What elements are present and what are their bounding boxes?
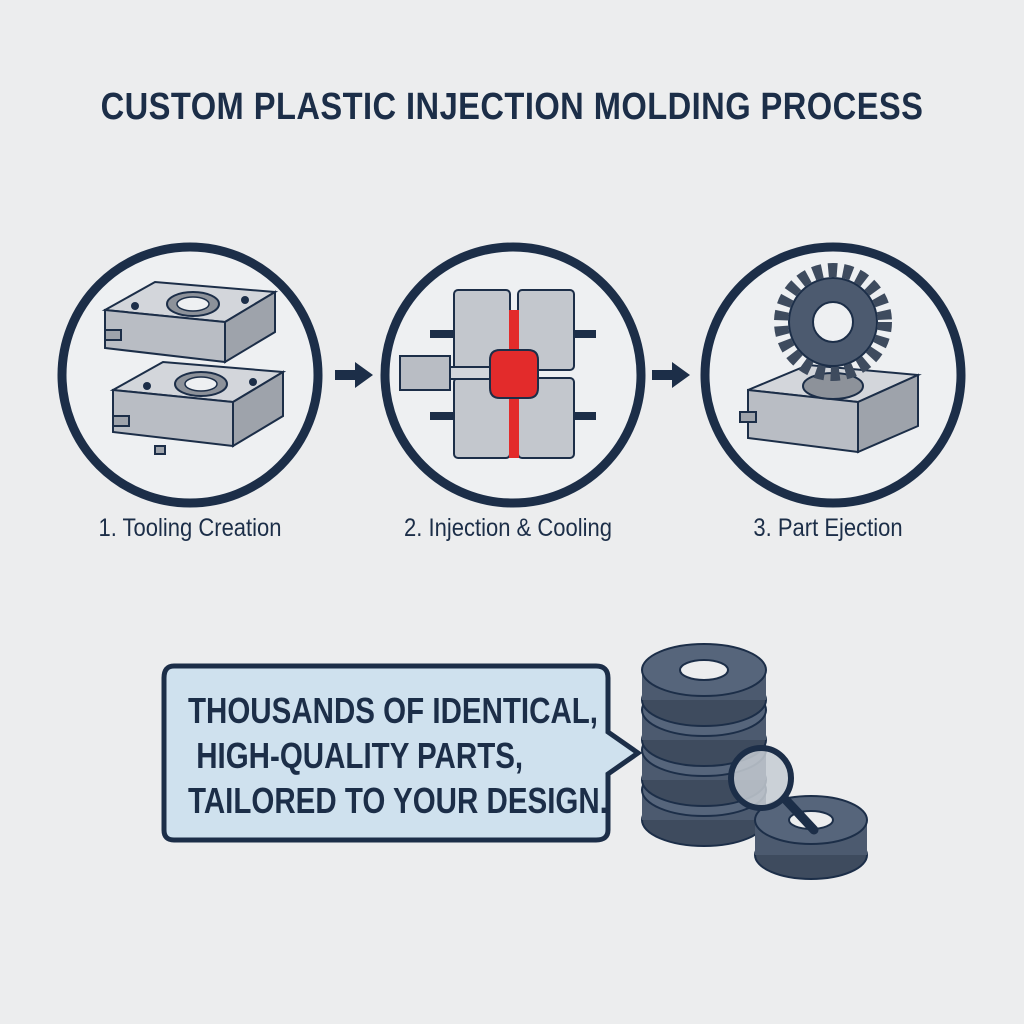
step-label-ejection: 3. Part Ejection <box>753 514 903 542</box>
injection-icon <box>380 242 646 508</box>
gear-ejection-icon <box>700 242 966 508</box>
page-title: CUSTOM PLASTIC INJECTION MOLDING PROCESS <box>100 86 924 128</box>
arrow-right-icon <box>335 362 373 388</box>
gear-stack-illustration <box>636 630 876 900</box>
callout-text: THOUSANDS OF IDENTICAL, HIGH-QUALITY PAR… <box>188 688 608 823</box>
mold-tool-icon <box>57 242 323 508</box>
magnifier-icon <box>728 745 819 835</box>
step-tooling-creation <box>55 240 325 510</box>
callout-line: HIGH-QUALITY PARTS, <box>196 735 524 776</box>
step-label-injection: 2. Injection & Cooling <box>404 514 612 542</box>
step-part-ejection <box>698 240 968 510</box>
step-injection-cooling <box>378 240 648 510</box>
arrow-right-icon <box>652 362 690 388</box>
callout-box: THOUSANDS OF IDENTICAL, HIGH-QUALITY PAR… <box>160 662 643 844</box>
callout-line: TAILORED TO YOUR DESIGN. <box>188 780 608 821</box>
callout-line: THOUSANDS OF IDENTICAL, <box>188 690 598 731</box>
step-label-tooling: 1. Tooling Creation <box>98 514 282 542</box>
